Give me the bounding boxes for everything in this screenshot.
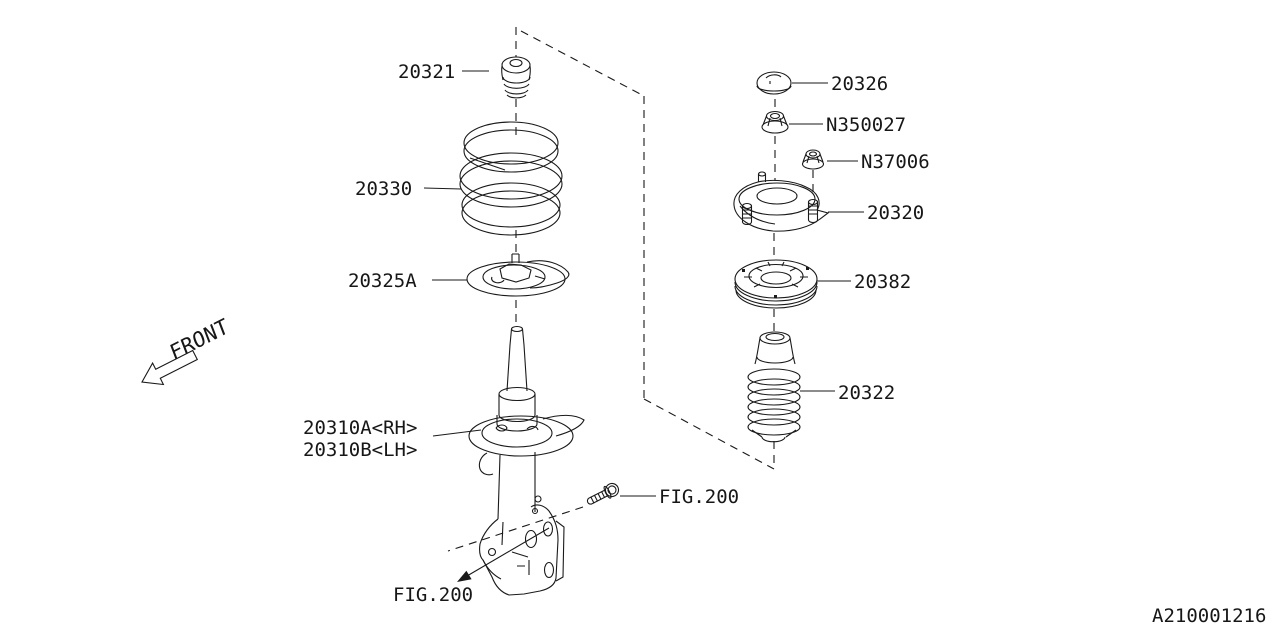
part-label-20330[interactable]: 20330 [355,178,413,200]
part-label-20321[interactable]: 20321 [398,61,456,83]
self-lock-nut-drawing [761,110,789,134]
part-label-20322[interactable]: 20322 [838,382,896,404]
strut-mount-drawing [733,171,830,232]
leader-lines [423,70,864,497]
bump-stop-drawing [501,56,531,99]
spring-seat-upper-drawing [734,259,818,309]
centerline-dashes [447,27,814,552]
dust-cover-drawing [747,331,801,443]
cap-drawing [756,71,792,95]
part-label-20382[interactable]: 20382 [854,271,912,293]
part-label-20326[interactable]: 20326 [831,73,889,95]
part-label-20325A[interactable]: 20325A [348,270,417,292]
flange-nut-drawing [801,149,825,170]
coil-spring-drawing [459,121,563,236]
strut-drawing [468,325,585,596]
part-label-20310B-LH[interactable]: 20310B<LH> [303,439,418,461]
fig-ref-bolt-label[interactable]: FIG.200 [659,486,740,508]
part-label-N350027[interactable]: N350027 [826,114,907,136]
fig-ref-bracket-label[interactable]: FIG.200 [393,584,474,606]
part-label-N37006[interactable]: N37006 [861,151,930,173]
part-label-20320[interactable]: 20320 [867,202,925,224]
part-label-20310A-RH[interactable]: 20310A<RH> [303,417,418,439]
front-direction-arrow [141,349,199,386]
fig200-arrow [457,527,550,582]
spring-seat-lower-drawing [466,253,570,297]
bolt-drawing [586,482,620,505]
drawing-number: A210001216 [1152,605,1267,627]
